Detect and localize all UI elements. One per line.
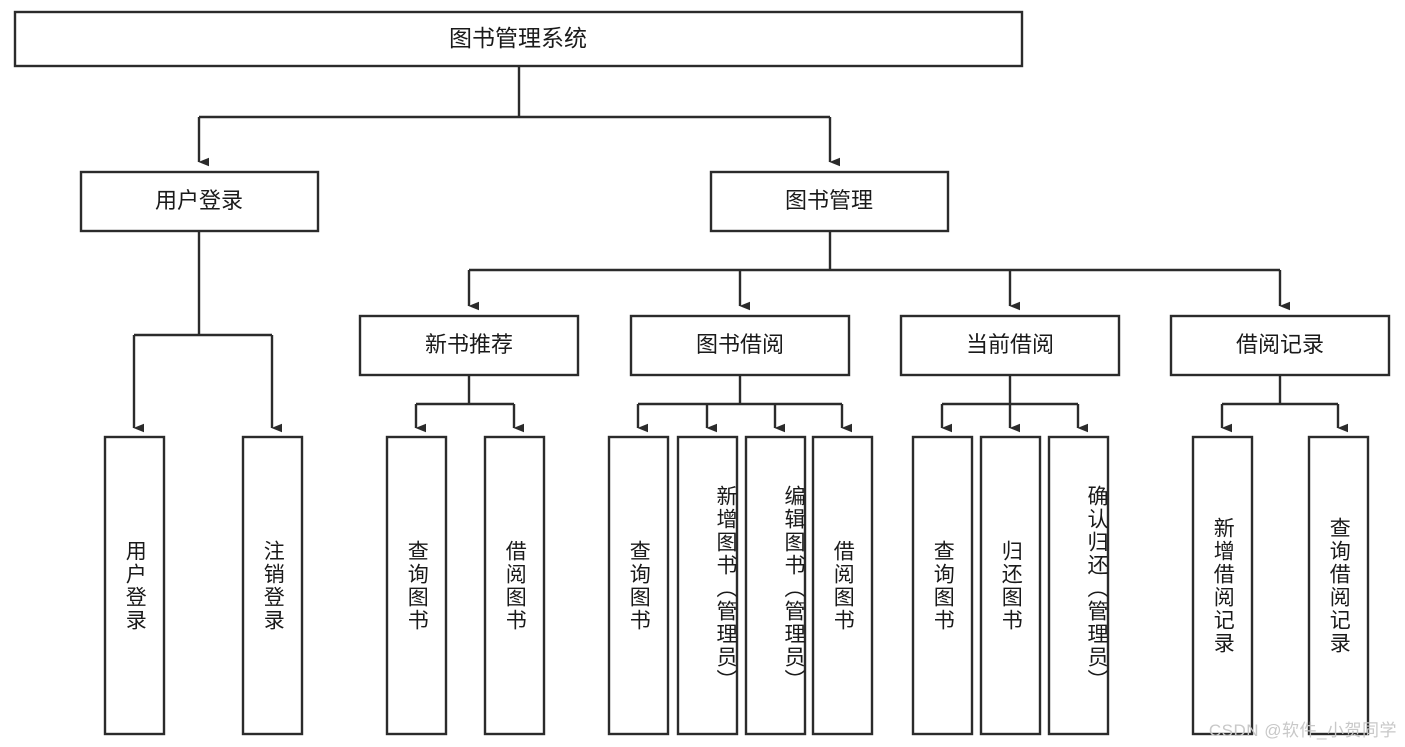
node-leaf-edit-book-box[interactable]: [744, 435, 807, 736]
node-leaf-query-book-3-box[interactable]: [911, 435, 974, 736]
node-current-borrow-box[interactable]: [899, 314, 1121, 377]
node-current-borrow[interactable]: 当前借阅: [899, 314, 1121, 377]
node-root-label: 图书管理系统: [449, 25, 587, 51]
node-leaf-borrow-book-1-box[interactable]: [483, 435, 546, 736]
node-book-borrow[interactable]: 图书借阅: [629, 314, 851, 377]
node-user-login-box[interactable]: [79, 170, 320, 233]
node-user-login-label: 用户登录: [155, 188, 243, 213]
node-root[interactable]: 图书管理系统: [13, 10, 1024, 68]
edge-group-book-borrow-to-leaves: [636, 375, 853, 433]
node-book-borrow-box[interactable]: [629, 314, 851, 377]
node-borrow-record-label: 借阅记录: [1236, 332, 1324, 357]
node-new-book-rec[interactable]: 新书推荐: [358, 314, 580, 377]
node-leaf-return-book-box[interactable]: [979, 435, 1042, 736]
node-leaf-add-book-box[interactable]: [676, 435, 739, 736]
node-leaf-borrow-book-2-box[interactable]: [811, 435, 874, 736]
node-book-manage[interactable]: 图书管理: [709, 170, 950, 233]
node-book-manage-box[interactable]: [709, 170, 950, 233]
node-book-borrow-label: 图书借阅: [696, 332, 784, 357]
node-current-borrow-label: 当前借阅: [966, 332, 1054, 357]
edge-group-user-login-to-leaves: [132, 231, 283, 433]
edge-group-borrow-record-to-leaves: [1220, 375, 1349, 433]
node-leaf-query-book-2-box[interactable]: [607, 435, 670, 736]
node-borrow-record-box[interactable]: [1169, 314, 1391, 377]
node-user-login[interactable]: 用户登录: [79, 170, 320, 233]
node-borrow-record[interactable]: 借阅记录: [1169, 314, 1391, 377]
edge-group-root-to-level2: [197, 66, 841, 167]
node-root-box[interactable]: [13, 10, 1024, 68]
edge-group-new-book-rec-to-leaves: [414, 375, 525, 433]
node-book-manage-label: 图书管理: [785, 188, 873, 213]
node-leaf-query-record-box[interactable]: [1307, 435, 1370, 736]
edge-group-current-borrow-to-leaves: [940, 375, 1089, 433]
node-leaf-query-book-1-box[interactable]: [385, 435, 448, 736]
edge-group-book-manage-to-level3: [467, 231, 1291, 311]
node-leaf-confirm-return-box[interactable]: [1047, 435, 1110, 736]
node-leaf-add-record-box[interactable]: [1191, 435, 1254, 736]
node-new-book-rec-box[interactable]: [358, 314, 580, 377]
csdn-watermark: CSDN @软件_小贺同学: [1208, 721, 1397, 740]
node-leaf-user-login-box[interactable]: [103, 435, 166, 736]
node-new-book-rec-label: 新书推荐: [425, 332, 513, 357]
node-leaf-logout-box[interactable]: [241, 435, 304, 736]
